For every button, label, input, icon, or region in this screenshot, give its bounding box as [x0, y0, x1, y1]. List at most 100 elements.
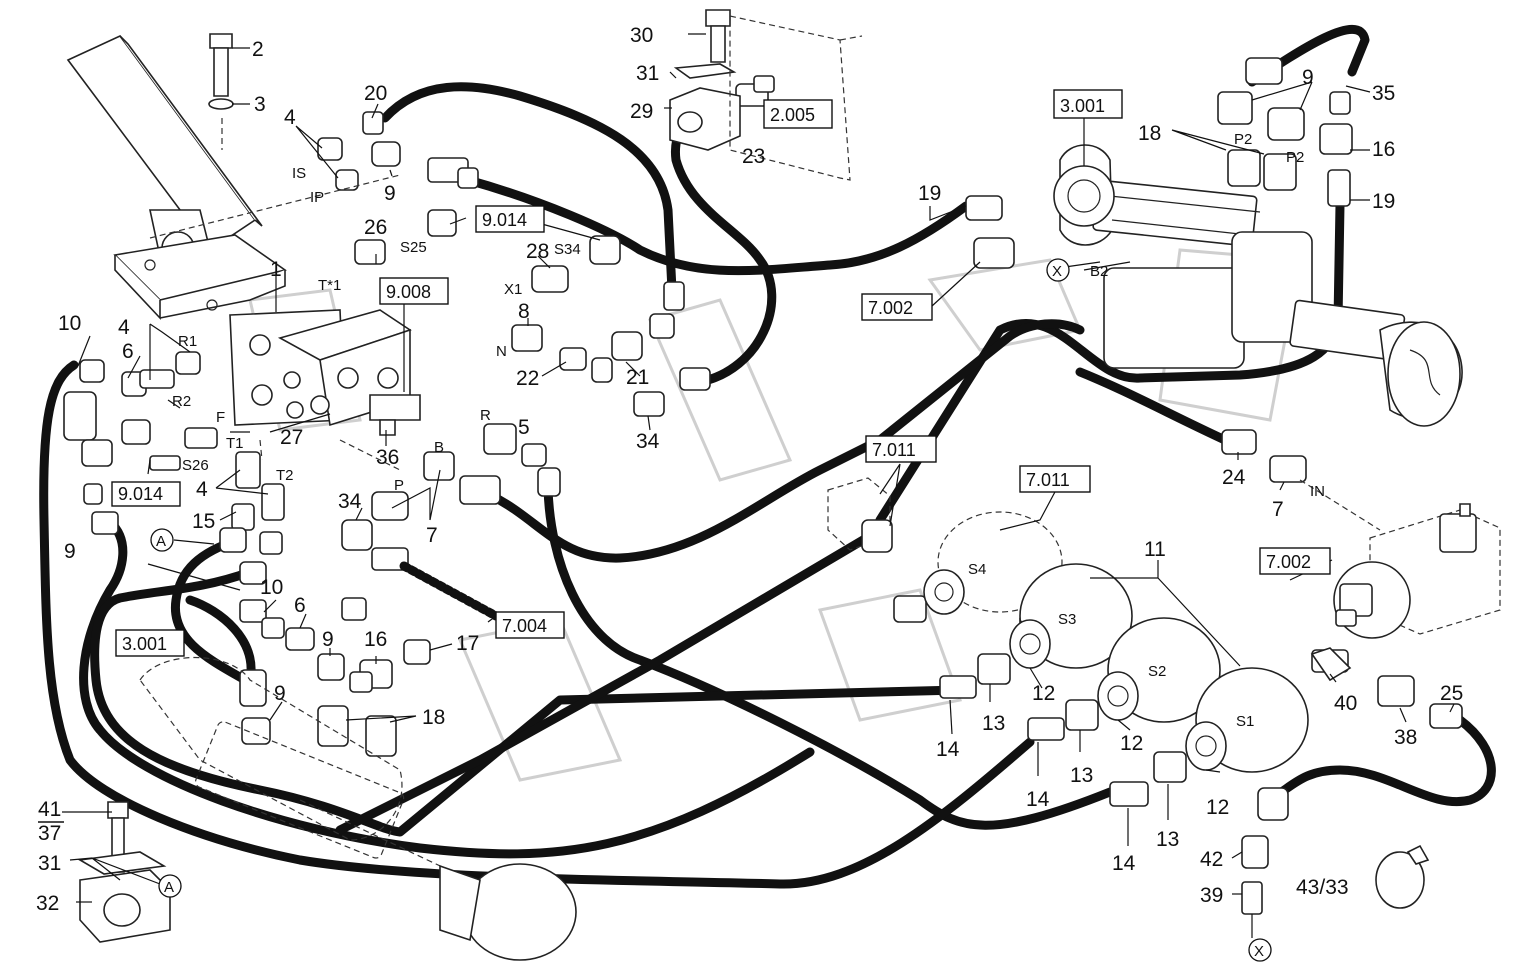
callout-15: 15	[192, 510, 215, 533]
ref-box-9014-top: 9.014	[475, 205, 545, 233]
callout-31-low: 31	[38, 852, 61, 875]
svg-text:7.011: 7.011	[872, 440, 916, 460]
callout-16-right: 16	[1372, 138, 1395, 161]
hose-19-top	[463, 175, 971, 276]
svg-text:2.005: 2.005	[770, 105, 815, 125]
hose-24-in	[1075, 367, 1243, 451]
callout-20: 20	[364, 82, 387, 105]
svg-text:3.001: 3.001	[122, 634, 167, 654]
callout-39: 39	[1200, 884, 1223, 907]
port-F: F	[216, 409, 225, 426]
callout-7-mid: 7	[426, 524, 438, 547]
port-T2: T2	[276, 467, 294, 484]
pump-7002	[1333, 503, 1501, 639]
svg-text:7.002: 7.002	[1266, 552, 1311, 572]
svg-text:9.014: 9.014	[118, 484, 163, 504]
marker-X-top: X	[1046, 258, 1070, 282]
bolts	[107, 9, 731, 873]
callout-6-left: 6	[122, 340, 134, 363]
hose-A-loop	[90, 567, 965, 837]
port-S1: S1	[1236, 713, 1254, 730]
port-R: R	[480, 407, 491, 424]
svg-text:9.008: 9.008	[386, 282, 431, 302]
callout-10-mid: 10	[260, 576, 283, 599]
callout-4-left: 4	[118, 316, 130, 339]
port-P: P	[394, 477, 404, 494]
callout-9-left: 9	[64, 540, 76, 563]
hose-9-20	[380, 82, 677, 295]
ref-box-9014-left: 9.014	[111, 481, 181, 507]
pressure-switch-40	[1310, 647, 1352, 682]
callout-41: 41	[38, 798, 61, 821]
callout-21: 21	[626, 366, 649, 389]
callouts: 2 3 4 20 9 1 26 28 8 22 21 34 30 31 29 2…	[36, 24, 1463, 915]
ref-box-3001-left: 3.001	[115, 629, 185, 657]
callout-13-b: 13	[1070, 764, 1093, 787]
hose-clamp-29	[669, 63, 741, 151]
callout-10-left: 10	[58, 312, 81, 335]
callout-14-c: 14	[1112, 852, 1136, 875]
port-S3: S3	[1058, 611, 1076, 628]
callout-24: 24	[1222, 466, 1246, 489]
ref-box-7002-mid: 7.002	[861, 293, 933, 321]
ref-box-3001-top: 3.001	[1053, 89, 1123, 119]
callout-32: 32	[36, 892, 59, 915]
fittings	[63, 57, 1463, 915]
marker-X-bottom: X	[1248, 938, 1272, 962]
svg-text:X: X	[1052, 263, 1062, 280]
svg-text:9.014: 9.014	[482, 210, 527, 230]
svg-text:X: X	[1254, 943, 1264, 960]
callout-18-top: 18	[1138, 122, 1161, 145]
callout-9-mid: 9	[322, 628, 334, 651]
callout-38: 38	[1394, 726, 1417, 749]
svg-text:7.002: 7.002	[868, 298, 913, 318]
svg-text:3.001: 3.001	[1060, 96, 1105, 116]
callout-19-right: 19	[1372, 190, 1395, 213]
callout-17: 17	[456, 632, 479, 655]
bracket-2005	[729, 15, 863, 181]
marker-A-low: A	[158, 874, 182, 898]
callout-18-low: 18	[422, 706, 445, 729]
hose-9-left-loop	[39, 360, 1035, 889]
hose-10	[185, 595, 256, 685]
callout-23: 23	[742, 145, 765, 168]
callout-14-b: 14	[1026, 788, 1050, 811]
front-axle-3001	[139, 656, 577, 961]
callout-22: 22	[516, 367, 539, 390]
port-T1: T1	[226, 435, 244, 452]
callout-31-top: 31	[636, 62, 659, 85]
valve-7011	[827, 477, 893, 553]
callout-16-mid: 16	[364, 628, 387, 651]
svg-text:A: A	[156, 533, 166, 550]
hose-main-diag	[335, 525, 885, 835]
marker-A-left: A	[150, 528, 174, 552]
callout-26: 26	[364, 216, 387, 239]
leaders	[62, 33, 1455, 938]
callout-9-right: 9	[1302, 66, 1314, 89]
callout-9-low: 9	[274, 682, 286, 705]
callout-30: 30	[630, 24, 653, 47]
callout-8: 8	[518, 300, 530, 323]
brake-pedal	[66, 34, 287, 321]
callout-5: 5	[518, 416, 530, 439]
svg-text:7.004: 7.004	[502, 616, 547, 636]
port-S25: S25	[400, 239, 427, 256]
port-P2-a: P2	[1234, 131, 1252, 148]
callout-25: 25	[1440, 682, 1463, 705]
circled-markers: A A X X	[150, 258, 1272, 962]
callout-2: 2	[252, 38, 264, 61]
callout-1: 1	[270, 258, 282, 281]
port-IS: IS	[292, 165, 306, 182]
port-S2: S2	[1148, 663, 1166, 680]
callout-12-a: 12	[1032, 682, 1055, 705]
accumulator-S4	[923, 511, 1063, 615]
clamp-32	[77, 851, 171, 943]
port-R2: R2	[172, 393, 191, 410]
callout-36: 36	[376, 446, 399, 469]
brake-valve-27	[229, 309, 421, 436]
callout-12-c: 12	[1206, 796, 1229, 819]
callout-35: 35	[1372, 82, 1395, 105]
callout-7-right: 7	[1272, 498, 1284, 521]
ref-box-7002-right: 7.002	[1259, 547, 1331, 575]
